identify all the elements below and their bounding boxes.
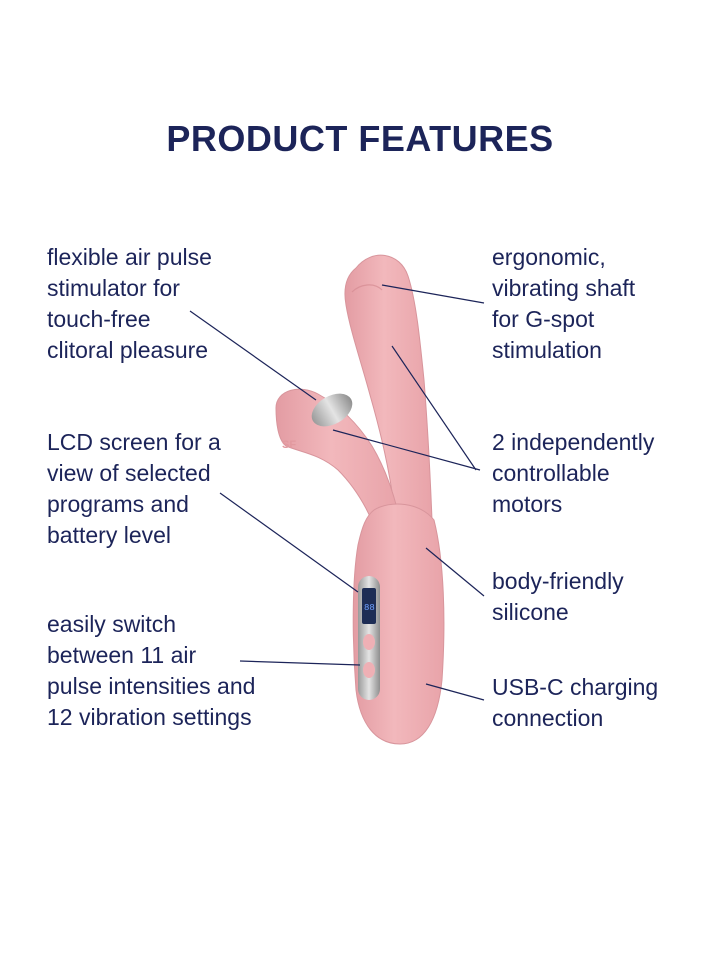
feature-line: 12 vibration settings bbox=[47, 704, 252, 730]
feature-air-pulse-stimulator: flexible air pulse stimulator for touch-… bbox=[47, 242, 212, 366]
feature-line: controllable bbox=[492, 460, 610, 486]
feature-line: touch-free bbox=[47, 306, 151, 332]
feature-line: between 11 air bbox=[47, 642, 197, 668]
callout-intensity bbox=[239, 660, 361, 666]
callout-usb bbox=[425, 683, 485, 701]
feature-line: clitoral pleasure bbox=[47, 337, 209, 363]
callout-air-pulse bbox=[189, 310, 317, 401]
callout-lines bbox=[189, 284, 485, 701]
feature-line: 2 independently bbox=[492, 429, 655, 455]
stimulator-head bbox=[311, 393, 353, 427]
callout-lcd bbox=[219, 492, 359, 593]
feature-intensity-settings: easily switch between 11 air pulse inten… bbox=[47, 609, 255, 733]
feature-two-motors: 2 independently controllable motors bbox=[492, 427, 654, 520]
page-title: PRODUCT FEATURES bbox=[166, 118, 554, 159]
feature-lcd-screen: LCD screen for a view of selected progra… bbox=[47, 427, 221, 551]
callout-silicone bbox=[425, 547, 485, 597]
feature-line: for G-spot bbox=[492, 306, 595, 332]
feature-line: USB-C charging bbox=[492, 674, 659, 700]
feature-line: vibrating shaft bbox=[492, 275, 636, 301]
callout-motor-1 bbox=[391, 345, 477, 471]
callout-shaft bbox=[381, 284, 485, 304]
lcd-digits: 88 bbox=[364, 603, 375, 613]
lcd-screen bbox=[362, 588, 376, 624]
feature-line: programs and bbox=[47, 491, 189, 517]
feature-line: battery level bbox=[47, 522, 172, 548]
feature-line: silicone bbox=[492, 599, 569, 625]
callout-motor-2 bbox=[332, 429, 481, 471]
brand-logo: SF bbox=[282, 439, 296, 451]
feature-ergonomic-shaft: ergonomic, vibrating shaft for G-spot st… bbox=[492, 242, 635, 366]
feature-line: pulse intensities and bbox=[47, 673, 256, 699]
feature-line: stimulation bbox=[492, 337, 602, 363]
feature-line: body-friendly bbox=[492, 568, 624, 594]
feature-usb-c-charging: USB-C charging connection bbox=[492, 672, 658, 734]
feature-line: easily switch bbox=[47, 611, 177, 637]
feature-line: connection bbox=[492, 705, 604, 731]
feature-line: ergonomic, bbox=[492, 244, 606, 270]
control-button-top bbox=[363, 634, 375, 650]
feature-line: stimulator for bbox=[47, 275, 180, 301]
feature-line: flexible air pulse bbox=[47, 244, 212, 270]
feature-line: motors bbox=[492, 491, 563, 517]
feature-line: view of selected bbox=[47, 460, 211, 486]
feature-silicone: body-friendly silicone bbox=[492, 566, 624, 628]
control-button-bottom bbox=[363, 662, 375, 678]
feature-line: LCD screen for a bbox=[47, 429, 221, 455]
